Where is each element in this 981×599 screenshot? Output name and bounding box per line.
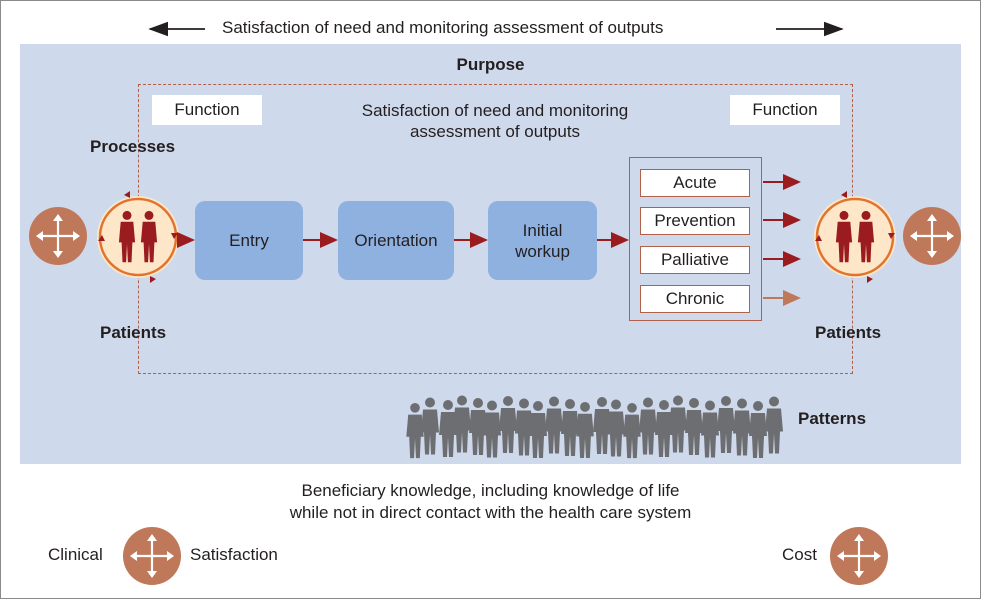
top-banner-text: Satisfaction of need and monitoring asse… bbox=[222, 18, 664, 37]
clinical-label: Clinical bbox=[48, 545, 103, 564]
output-palliative: Palliative bbox=[640, 246, 750, 274]
outputs-box: Acute Prevention Palliative Chronic bbox=[629, 157, 762, 321]
center-text-line-2: assessment of outputs bbox=[409, 122, 581, 141]
output-prevention: Prevention bbox=[640, 207, 750, 235]
output-chronic: Chronic bbox=[640, 285, 750, 313]
beneficiary-line-1: Beneficiary knowledge, including knowled… bbox=[301, 481, 680, 500]
patients-left-label: Patients bbox=[100, 323, 167, 342]
step-entry: Entry bbox=[195, 201, 303, 280]
output-acute: Acute bbox=[640, 169, 750, 197]
step-initial-workup: Initial workup bbox=[488, 201, 597, 280]
center-text-line-1: Satisfaction of need and monitoring bbox=[361, 101, 629, 120]
function-right-label: Function bbox=[730, 95, 840, 125]
processes-label: Processes bbox=[90, 137, 176, 156]
patients-right-label: Patients bbox=[815, 323, 882, 342]
cost-label: Cost bbox=[782, 545, 817, 564]
step-orientation: Orientation bbox=[338, 201, 454, 280]
step-initial-workup-line-1: Initial bbox=[522, 220, 563, 240]
function-left-label: Function bbox=[152, 95, 262, 125]
patterns-label: Patterns bbox=[798, 409, 867, 428]
step-initial-workup-line-2: workup bbox=[515, 241, 570, 261]
beneficiary-line-2: while not in direct contact with the hea… bbox=[289, 503, 692, 522]
purpose-label: Purpose bbox=[456, 55, 525, 74]
satisfaction-label: Satisfaction bbox=[190, 545, 278, 564]
